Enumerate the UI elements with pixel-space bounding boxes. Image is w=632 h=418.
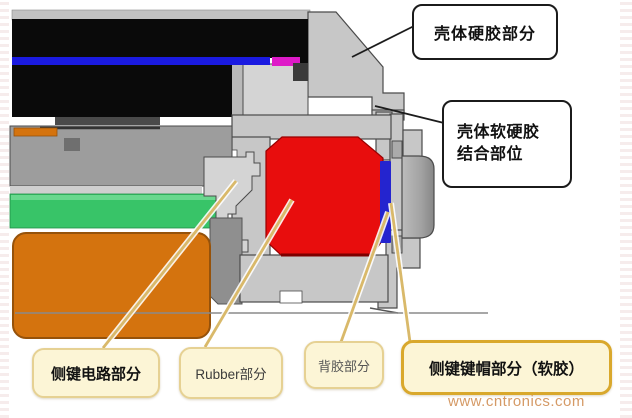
light-spacer-strip (10, 186, 202, 195)
dark-bar (293, 63, 308, 81)
housing-bottom-edge (369, 307, 399, 314)
black-step-edge (55, 117, 160, 125)
black-module-bottom (12, 64, 232, 117)
callout-hard-shell-text: 壳体硬胶部分 (433, 26, 536, 43)
page-edge-texture-left (0, 0, 9, 418)
black-module-top (12, 19, 308, 58)
label-side-key-circuit: 侧键电路部分 (32, 348, 160, 398)
frame-recess (64, 138, 80, 151)
leader-joint (374, 105, 445, 124)
leader-rubber (203, 199, 294, 348)
black-sliver (300, 55, 308, 65)
magenta-part (272, 57, 302, 66)
label-keycap: 侧键键帽部分（软胶） (401, 340, 612, 395)
housing-hard-shell-top (307, 11, 405, 113)
watermark: www.cntronics.com (448, 393, 585, 410)
leader-lines (101, 180, 412, 349)
housing-notch-bottom (279, 290, 303, 304)
leader-circuit (101, 180, 238, 349)
leader-adhesive (339, 211, 390, 343)
leader-hard-shell (351, 25, 415, 58)
pcb-highlight (11, 195, 219, 200)
top-cover-strip (11, 9, 311, 21)
leader-keycap (389, 202, 412, 343)
orange-strip (13, 127, 58, 137)
housing-above-key (231, 114, 392, 140)
label-adhesive: 背胶部分 (304, 341, 384, 389)
callout-hard-shell: 壳体硬胶部分 (412, 4, 558, 60)
page-edge-texture-right (620, 0, 632, 418)
callout-joint-line1: 壳体软硬胶 (457, 124, 540, 142)
callout-joint-line2: 结合部位 (457, 146, 524, 163)
housing-interior (242, 63, 309, 118)
housing-keycap-lip-top (402, 129, 423, 159)
gray-divider (232, 64, 243, 117)
side-keycap (401, 155, 435, 239)
keycap-tab-top (391, 140, 403, 159)
red-rubber-part (265, 136, 384, 256)
callout-joint: 壳体软硬胶 结合部位 (442, 100, 572, 188)
label-rubber: Rubber部分 (179, 347, 283, 399)
blue-layer-strip (12, 57, 270, 65)
